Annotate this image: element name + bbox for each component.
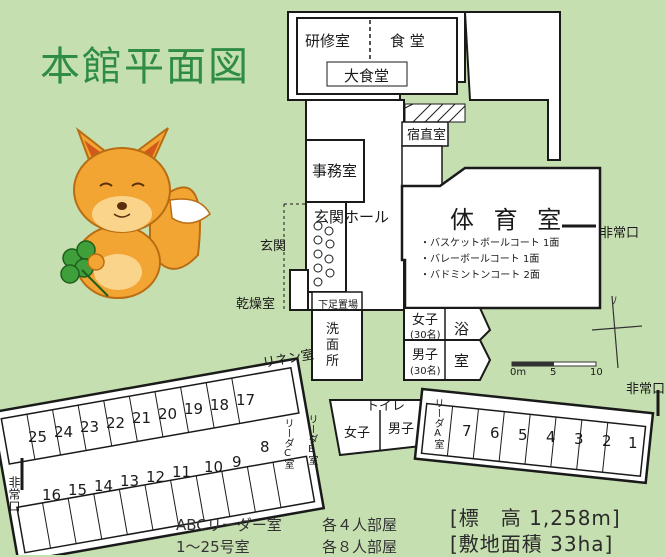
room-number: 14: [94, 477, 114, 495]
exit-east-upper-label: 非常口: [600, 226, 640, 241]
bath-block: [403, 307, 492, 381]
central-spine: [283, 99, 449, 381]
room-daishokudo-label: 大食堂: [344, 67, 390, 85]
stone-path: [313, 221, 335, 287]
scale-five-label: 5: [550, 367, 557, 378]
room-genkan-label: 玄関: [260, 239, 287, 254]
room-number: 1: [628, 434, 638, 452]
room-number: 18: [210, 396, 230, 414]
bath-shitsu-label: 室: [454, 352, 470, 370]
bath-men-capacity: (30名): [410, 366, 441, 377]
fox-mascot-icon: [60, 127, 211, 299]
room-number: 8: [260, 438, 270, 456]
room-number: 24: [54, 423, 74, 441]
page-title: 本館平面図: [40, 44, 250, 90]
room-genkan-hall-label: 玄関ホール: [314, 208, 390, 226]
exit-west-label: 非常口: [7, 476, 21, 512]
bath-men-label: 男子: [412, 348, 439, 363]
scale-ten-label: 10: [590, 367, 603, 378]
bath-yoku-label: 浴: [454, 320, 470, 338]
legend-numbered-rooms: 1～25号室: [176, 538, 250, 556]
legend-leader-capacity: 各４人部屋: [322, 516, 398, 534]
room-number: 12: [146, 468, 166, 486]
room-number: 22: [106, 414, 126, 432]
room-taiiku-label: 体 育 室: [450, 206, 568, 234]
room-senmen-label: 洗面所: [326, 322, 340, 369]
room-number: 9: [232, 453, 242, 471]
room-number: 16: [42, 486, 62, 504]
dining-block: [287, 11, 561, 161]
room-number: 7: [462, 422, 472, 440]
room-number: 6: [490, 424, 500, 442]
room-gesoku-label: 下足置場: [318, 300, 358, 311]
room-kanso-label: 乾燥室: [236, 297, 276, 312]
toilet-men-label: 男子: [388, 422, 415, 437]
room-number: 25: [28, 428, 48, 446]
room-jimu-label: 事務室: [312, 162, 358, 180]
gymnasium: [400, 166, 602, 310]
room-kenshu-label: 研修室: [305, 32, 351, 50]
room-number: 21: [132, 409, 152, 427]
west-wing: [0, 356, 326, 555]
room-leader-a-label: リーダA室: [432, 398, 443, 449]
room-number: 13: [120, 472, 140, 490]
north-arrow-icon: ﾉ: [591, 294, 643, 369]
toilet-block: [328, 399, 431, 457]
room-number: 15: [68, 481, 88, 499]
scale-zero-label: 0m: [510, 367, 527, 378]
room-number: 20: [158, 405, 178, 423]
room-number: 3: [574, 430, 584, 448]
room-leader-b-label: リーダB室: [306, 414, 317, 465]
bath-women-capacity: (30名): [410, 330, 441, 341]
legend-leader-rooms: ABCリーダー室: [176, 516, 282, 534]
site-area-info: [敷地面積 33ha]: [450, 532, 614, 556]
room-number: 23: [80, 418, 100, 436]
bath-women-label: 女子: [412, 313, 439, 328]
scale-bar: [511, 361, 597, 367]
elevation-info: [標 高 1,258m]: [450, 506, 621, 530]
gym-court-basketball: ・バスケットボールコート 1面: [420, 238, 560, 249]
room-shokudo-label: 食 堂: [390, 32, 425, 50]
svg-text:ﾉ: ﾉ: [612, 294, 618, 307]
room-number: 19: [184, 400, 204, 418]
gym-court-badminton: ・バドミントンコート 2面: [420, 270, 540, 281]
room-shukuchoku-label: 宿直室: [407, 128, 447, 143]
legend-numbered-capacity: 各８人部屋: [322, 538, 398, 556]
room-number: 2: [602, 432, 612, 450]
room-number: 11: [172, 463, 192, 481]
toilet-label: トイレ: [366, 399, 406, 414]
exit-east-lower-label: 非常口: [626, 382, 665, 397]
gym-court-volleyball: ・バレーボールコート 1面: [420, 254, 540, 265]
east-wing: [413, 387, 655, 485]
toilet-women-label: 女子: [344, 426, 371, 441]
room-number: 17: [236, 391, 256, 409]
room-number: 10: [204, 458, 224, 476]
room-leader-c-label: リーダC室: [282, 418, 293, 469]
room-number: 5: [518, 426, 528, 444]
room-number: 4: [546, 428, 556, 446]
